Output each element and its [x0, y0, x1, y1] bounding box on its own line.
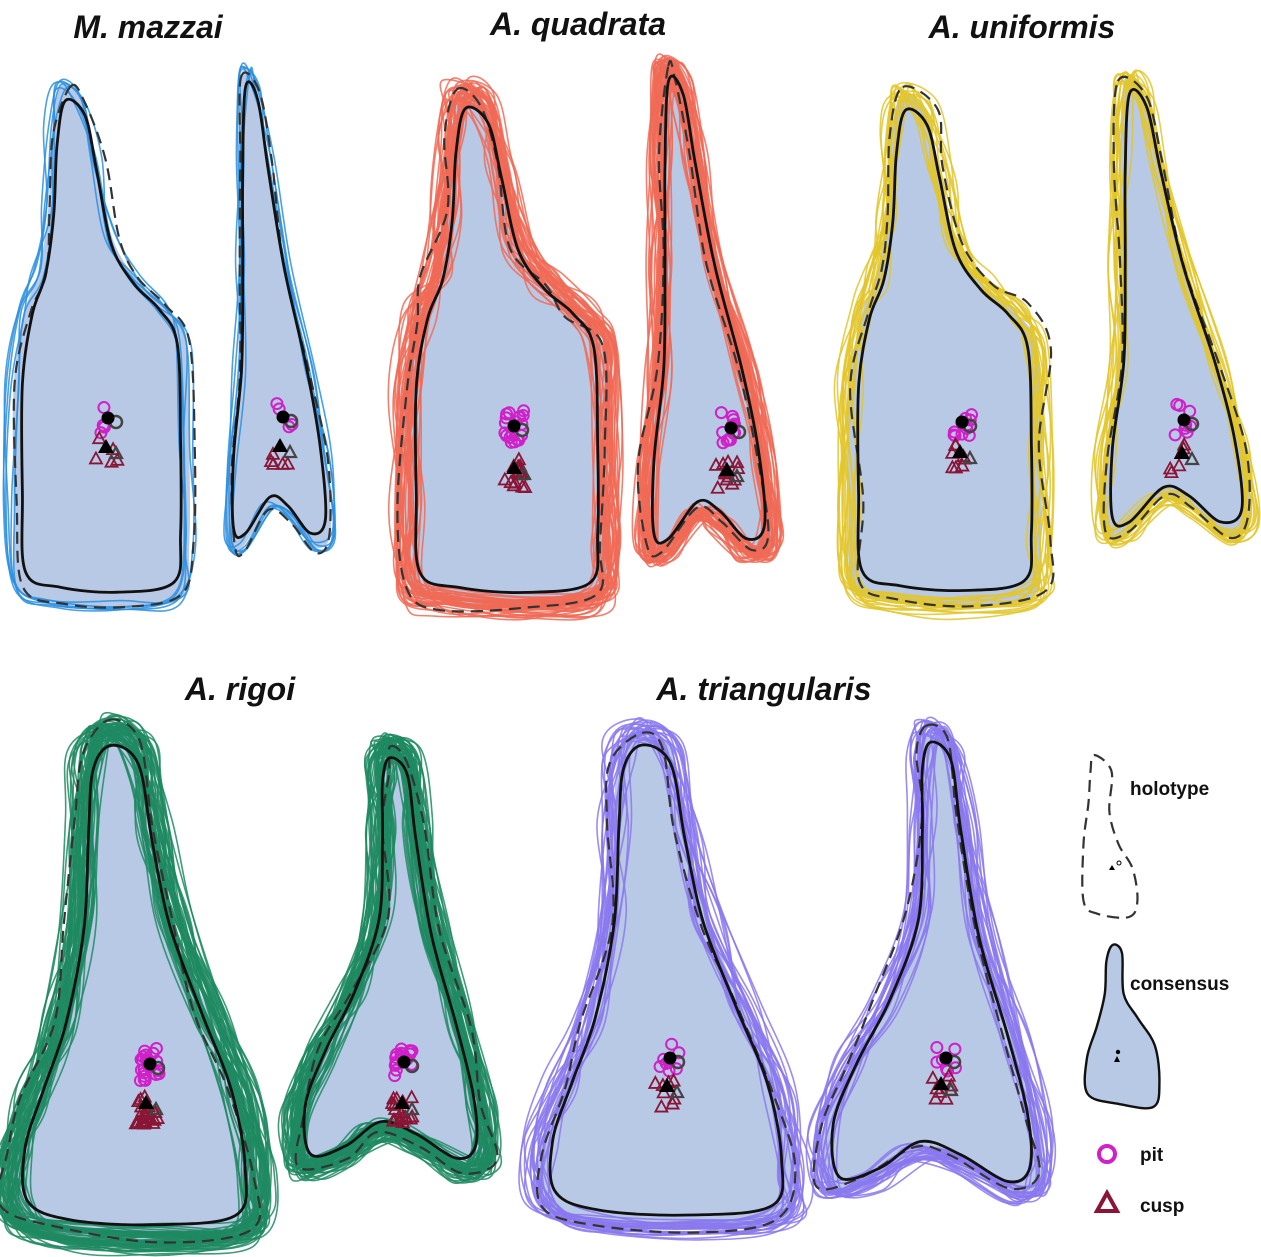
consensus-pit-marker: [277, 411, 290, 424]
title-a-triangularis: A. triangularis: [655, 671, 871, 707]
shape-panels: [0, 54, 1260, 1256]
consensus-pit-marker: [940, 1052, 953, 1065]
consensus-pit-marker: [725, 422, 738, 435]
panel-uniformis-right: [1091, 70, 1259, 548]
consensus-pit-marker: [664, 1052, 677, 1065]
panel-triangularis-left: [519, 718, 813, 1240]
panel-quadrata-left: [388, 76, 623, 620]
panel-triangularis-right: [806, 717, 1055, 1205]
legend-consensus-pit: [1116, 1050, 1120, 1054]
consensus-pit-marker: [144, 1058, 157, 1071]
legend-holotype-cusp: [1109, 865, 1115, 870]
panel-mazzai-left: [3, 79, 196, 611]
legend-holotype-label: holotype: [1130, 779, 1209, 800]
title-a-quadrata: A. quadrata: [489, 6, 666, 42]
legend-cusp-label: cusp: [1140, 1196, 1184, 1217]
panel-rigoi-right: [278, 733, 501, 1183]
legend-holotype-pit: [1117, 861, 1121, 865]
consensus-pit-marker: [398, 1056, 411, 1069]
legend-pit-label: pit: [1140, 1145, 1164, 1166]
legend-consensus-swatch: [1085, 945, 1160, 1109]
shape-fill: [13, 84, 190, 608]
consensus-pit-marker: [1178, 414, 1191, 427]
panel-quadrata-right: [632, 54, 783, 567]
legend: holotype consensus pit cusp: [1082, 755, 1229, 1217]
shape-fill: [537, 730, 796, 1230]
panel-mazzai-right: [224, 63, 336, 556]
consensus-pit-marker: [102, 412, 115, 425]
legend-cusp-icon: [1097, 1193, 1117, 1211]
legend-consensus-outline: [1085, 945, 1160, 1109]
panel-uniformis-left: [834, 83, 1054, 620]
consensus-pit-marker: [956, 416, 969, 429]
title-a-rigoi: A. rigoi: [184, 671, 296, 707]
panel-rigoi-left: [0, 713, 278, 1256]
legend-consensus-label: consensus: [1130, 974, 1229, 995]
legend-pit-icon: [1099, 1146, 1115, 1162]
title-a-uniformis: A. uniformis: [928, 9, 1116, 45]
title-m-mazzai: M. mazzai: [73, 9, 223, 45]
consensus-pit-marker: [508, 420, 521, 433]
